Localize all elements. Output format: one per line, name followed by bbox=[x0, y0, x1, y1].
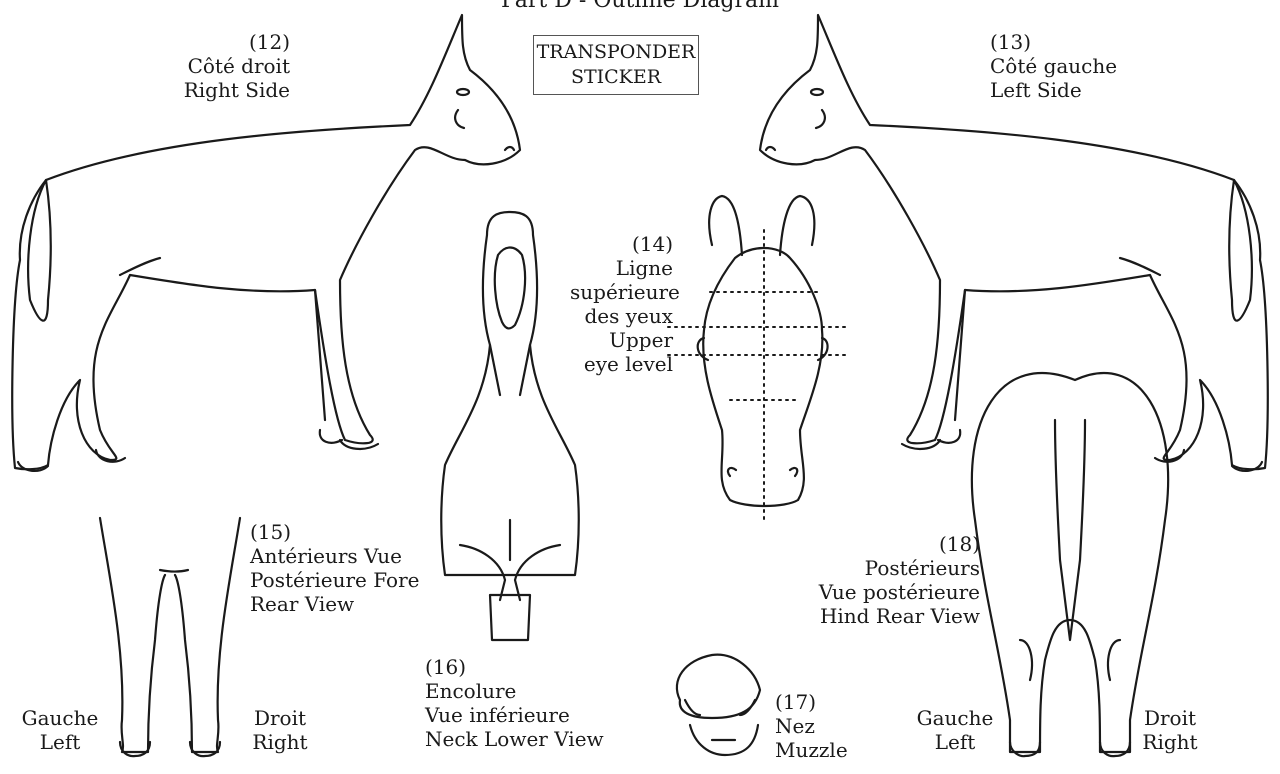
neck-number: (16) bbox=[425, 655, 604, 679]
hind-line-2: Vue postérieure bbox=[810, 580, 980, 604]
head-eye-level-label: (14) Ligne supérieure des yeux Upper eye… bbox=[570, 232, 673, 376]
left-side-number: (13) bbox=[990, 30, 1117, 54]
hind-left-french: Gauche bbox=[915, 706, 995, 730]
neck-lower-view-label: (16) Encolure Vue inférieure Neck Lower … bbox=[425, 655, 604, 751]
head-line-4: Upper bbox=[570, 328, 673, 352]
fore-left-english: Left bbox=[20, 730, 100, 754]
left-side-english: Left Side bbox=[990, 78, 1117, 102]
fore-rear-view-label: (15) Antérieurs Vue Postérieure Fore Rea… bbox=[250, 520, 419, 616]
head-line-3: des yeux bbox=[570, 304, 673, 328]
neck-line-2: Vue inférieure bbox=[425, 703, 604, 727]
hind-right-english: Right bbox=[1130, 730, 1210, 754]
left-side-french: Côté gauche bbox=[990, 54, 1117, 78]
muzzle-line-2: Muzzle bbox=[775, 738, 848, 762]
hind-line-3: Hind Rear View bbox=[810, 604, 980, 628]
right-side-number: (12) bbox=[180, 30, 290, 54]
head-line-2: supérieure bbox=[570, 280, 673, 304]
hind-right-french: Droit bbox=[1130, 706, 1210, 730]
fore-right-english: Right bbox=[240, 730, 320, 754]
fore-legs-rear-view-drawing bbox=[100, 518, 240, 756]
fore-left-label: Gauche Left bbox=[20, 706, 100, 754]
hind-right-label: Droit Right bbox=[1130, 706, 1210, 754]
fore-number: (15) bbox=[250, 520, 419, 544]
hind-left-english: Left bbox=[915, 730, 995, 754]
neck-line-1: Encolure bbox=[425, 679, 604, 703]
hind-line-1: Postérieurs bbox=[810, 556, 980, 580]
hind-number: (18) bbox=[810, 532, 980, 556]
hind-legs-rear-view-drawing bbox=[972, 373, 1168, 756]
right-side-french: Côté droit bbox=[180, 54, 290, 78]
neck-line-3: Neck Lower View bbox=[425, 727, 604, 751]
head-number: (14) bbox=[570, 232, 673, 256]
fore-left-french: Gauche bbox=[20, 706, 100, 730]
fore-line-1: Antérieurs Vue bbox=[250, 544, 419, 568]
hind-rear-view-label: (18) Postérieurs Vue postérieure Hind Re… bbox=[810, 532, 980, 628]
right-side-english: Right Side bbox=[180, 78, 290, 102]
head-front-drawing bbox=[668, 196, 845, 520]
muzzle-line-1: Nez bbox=[775, 714, 848, 738]
head-line-1: Ligne bbox=[570, 256, 673, 280]
muzzle-label: (17) Nez Muzzle bbox=[775, 690, 848, 762]
head-line-5: eye level bbox=[570, 352, 673, 376]
fore-line-3: Rear View bbox=[250, 592, 419, 616]
muzzle-number: (17) bbox=[775, 690, 848, 714]
fore-right-french: Droit bbox=[240, 706, 320, 730]
neck-lower-view-drawing bbox=[441, 212, 579, 640]
fore-line-2: Postérieure Fore bbox=[250, 568, 419, 592]
muzzle-drawing bbox=[677, 655, 760, 755]
left-side-label: (13) Côté gauche Left Side bbox=[990, 30, 1117, 102]
hind-left-label: Gauche Left bbox=[915, 706, 995, 754]
fore-right-label: Droit Right bbox=[240, 706, 320, 754]
right-side-label: (12) Côté droit Right Side bbox=[180, 30, 290, 102]
